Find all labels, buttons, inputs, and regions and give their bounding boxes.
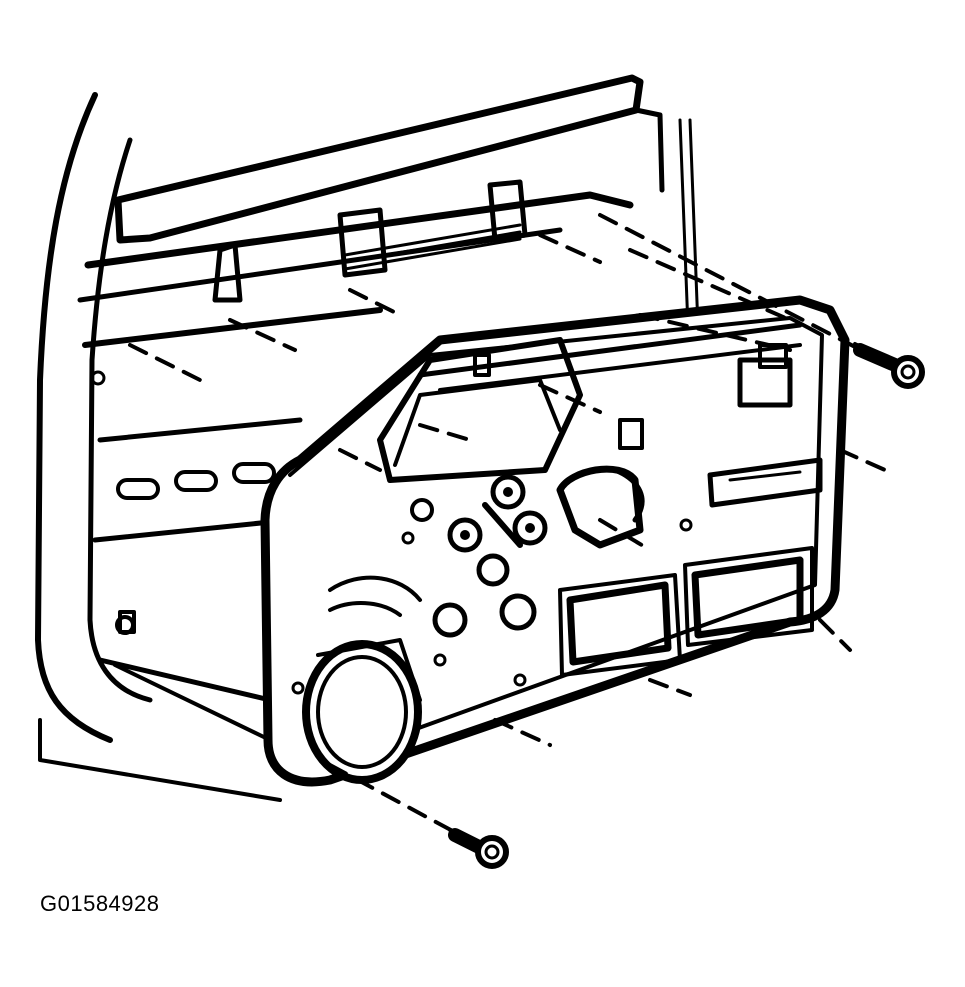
door-slots [90,370,276,635]
trim-panel [260,295,850,787]
storage-pocket-left [558,573,682,677]
storage-pocket-right [683,546,814,647]
door-frame [35,74,702,802]
leader-line [113,663,272,742]
panel-bosses [291,474,693,695]
upper-clips [212,179,528,303]
lower-bolt [448,828,509,869]
upper-bolt [853,342,925,389]
speaker-opening [302,638,422,784]
panel-clips [118,343,788,634]
figure-id-label: G01584928 [40,891,160,916]
alignment-lines [128,213,892,837]
